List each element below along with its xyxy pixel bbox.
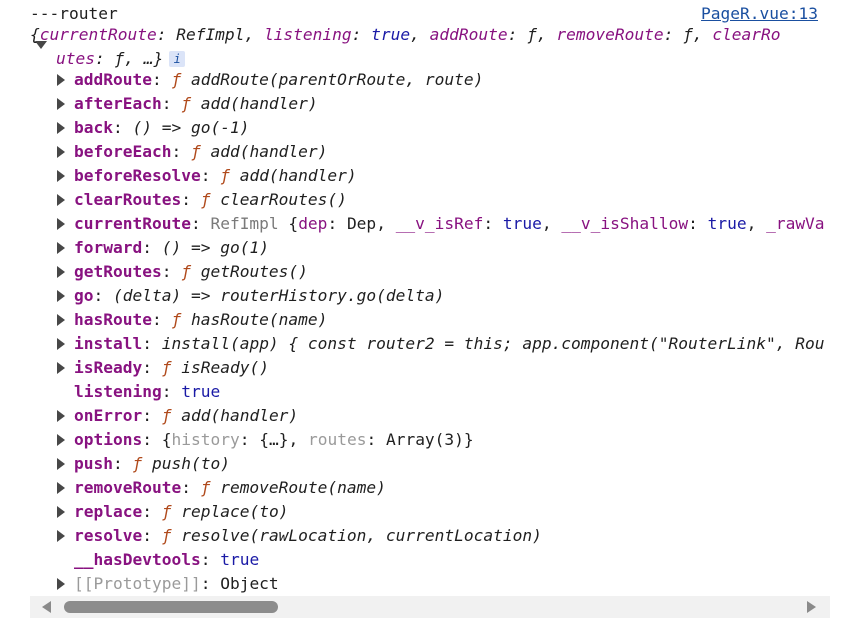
prop-beforeEach[interactable]: beforeEach: ƒ add(handler) [74, 142, 328, 161]
expand-triangle-icon[interactable] [57, 266, 65, 278]
collapse-triangle-icon[interactable] [35, 41, 47, 49]
scroll-right-icon[interactable] [807, 601, 816, 613]
prop-resolve[interactable]: resolve: ƒ resolve(rawLocation, currentL… [74, 526, 542, 545]
expand-triangle-icon[interactable] [57, 482, 65, 494]
prop-removeRoute[interactable]: removeRoute: ƒ removeRoute(name) [74, 478, 386, 497]
expand-triangle-icon[interactable] [57, 362, 65, 374]
expand-triangle-icon[interactable] [57, 218, 65, 230]
prop-onError[interactable]: onError: ƒ add(handler) [74, 406, 299, 425]
prop-prototype[interactable]: [[Prototype]]: Object [74, 574, 279, 593]
scroll-left-icon[interactable] [42, 601, 51, 613]
expand-triangle-icon[interactable] [57, 506, 65, 518]
prop-hasRoute[interactable]: hasRoute: ƒ hasRoute(name) [74, 310, 328, 329]
expand-triangle-icon[interactable] [57, 170, 65, 182]
expand-triangle-icon[interactable] [57, 578, 65, 590]
prop-currentRoute[interactable]: currentRoute: RefImpl {dep: Dep, __v_isR… [74, 214, 825, 233]
prop-options[interactable]: options: {history: {…}, routes: Array(3)… [74, 430, 474, 449]
prop-beforeResolve[interactable]: beforeResolve: ƒ add(handler) [74, 166, 357, 185]
expand-triangle-icon[interactable] [57, 194, 65, 206]
prop-go[interactable]: go: (delta) => routerHistory.go(delta) [74, 286, 445, 305]
log-label: ---router [30, 4, 118, 23]
expand-triangle-icon[interactable] [57, 290, 65, 302]
expand-triangle-icon[interactable] [57, 530, 65, 542]
expand-triangle-icon[interactable] [57, 98, 65, 110]
prop-forward[interactable]: forward: () => go(1) [74, 238, 269, 257]
prop-replace[interactable]: replace: ƒ replace(to) [74, 502, 289, 521]
expand-triangle-icon[interactable] [57, 242, 65, 254]
prop-push[interactable]: push: ƒ push(to) [74, 454, 230, 473]
info-icon[interactable]: i [169, 51, 186, 67]
prop-listening: listening: true [74, 382, 221, 401]
prop-clearRoutes[interactable]: clearRoutes: ƒ clearRoutes() [74, 190, 347, 209]
prop-isReady[interactable]: isReady: ƒ isReady() [74, 358, 269, 377]
prop-afterEach[interactable]: afterEach: ƒ add(handler) [74, 94, 318, 113]
scrollbar-thumb[interactable] [64, 601, 278, 613]
expand-triangle-icon[interactable] [57, 74, 65, 86]
expand-triangle-icon[interactable] [57, 314, 65, 326]
prop-getRoutes[interactable]: getRoutes: ƒ getRoutes() [74, 262, 308, 281]
expand-triangle-icon[interactable] [57, 146, 65, 158]
expand-triangle-icon[interactable] [57, 410, 65, 422]
object-summary-wrap: utes: ƒ, …}i [56, 47, 186, 71]
prop-back[interactable]: back: () => go(-1) [74, 118, 250, 137]
expand-triangle-icon[interactable] [57, 434, 65, 446]
expand-triangle-icon[interactable] [57, 338, 65, 350]
prop-hasDevtools: __hasDevtools: true [74, 550, 260, 569]
expand-triangle-icon[interactable] [57, 458, 65, 470]
source-link[interactable]: PageR.vue:13 [701, 4, 818, 23]
prop-install[interactable]: install: install(app) { const router2 = … [74, 334, 825, 353]
prop-addRoute[interactable]: addRoute: ƒ addRoute(parentOrRoute, rout… [74, 70, 484, 89]
object-summary[interactable]: {currentRoute: RefImpl, listening: true,… [30, 25, 781, 44]
expand-triangle-icon[interactable] [57, 122, 65, 134]
